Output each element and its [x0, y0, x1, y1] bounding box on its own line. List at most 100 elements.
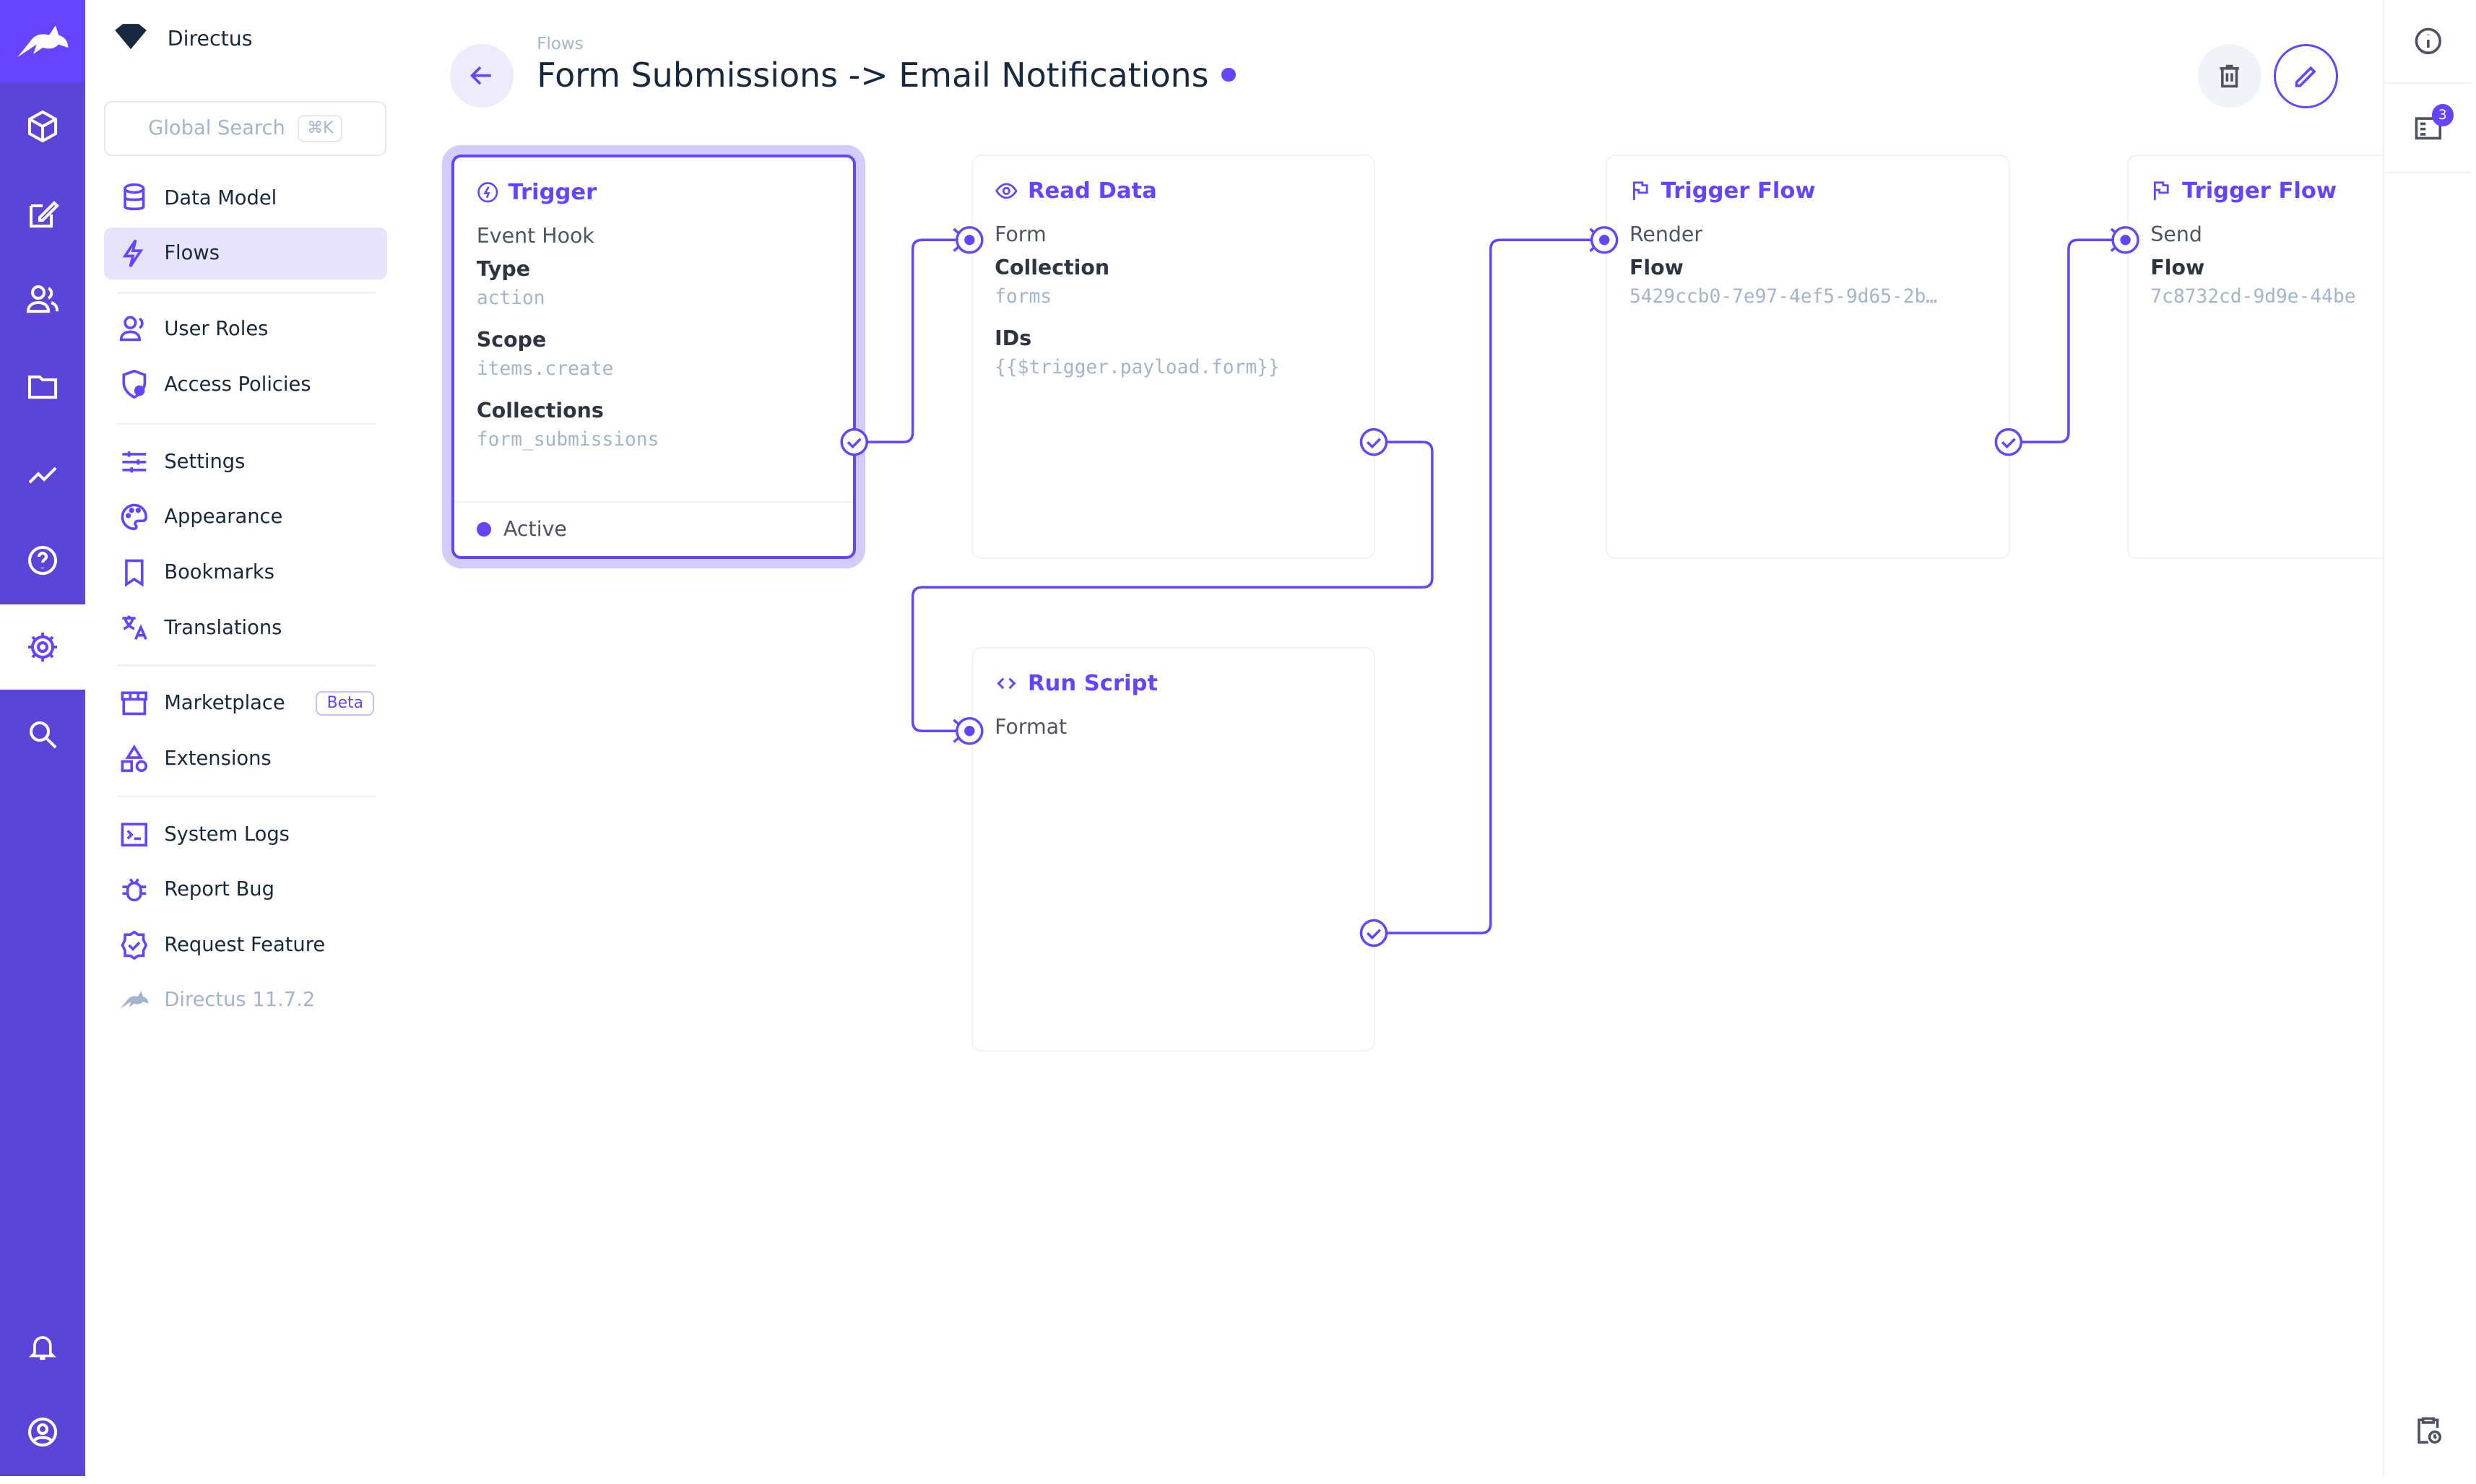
sidebar-item-label: User Roles [164, 318, 269, 341]
breadcrumb[interactable]: Flows [537, 35, 584, 54]
shield-icon [122, 370, 147, 399]
palette-icon [121, 503, 148, 531]
right-sidebar: 3 [2382, 0, 2473, 1477]
sidebar-item-marketplace[interactable]: Marketplace Beta [104, 677, 386, 729]
logs-button[interactable]: 3 [2384, 84, 2473, 174]
sidebar-item-data-model[interactable]: Data Model [104, 172, 386, 224]
settings-gear-icon[interactable] [0, 604, 86, 690]
status-dot [1221, 67, 1236, 82]
sidebar-item-access-policies[interactable]: Access Policies [104, 358, 386, 410]
sidebar-item-report-bug[interactable]: Report Bug [104, 864, 386, 916]
sidebar-item-label: Flows [164, 242, 220, 265]
sidebar-item-label: Request Feature [164, 933, 326, 956]
page-title: Form Submissions -> Email Notifications [537, 55, 1236, 95]
field-label: Scope [476, 328, 547, 352]
code-icon [997, 677, 1016, 690]
user-avatar-icon[interactable] [0, 1389, 85, 1475]
active-dot [476, 521, 491, 537]
arrow-left-icon [470, 66, 491, 85]
operation-card-trigger-flow[interactable]: Trigger Flow Send Flow 7c8732cd-9d9e-44b… [2126, 155, 2385, 559]
operation-card-trigger[interactable]: Trigger Event Hook Type action Scope ite… [451, 155, 856, 559]
info-icon [2415, 27, 2442, 55]
field-label: Collection [995, 256, 1110, 280]
connection-trigger-read [854, 227, 969, 443]
navigation-sidebar: Directus Global Search⌘K Data Model Flow… [85, 0, 414, 1477]
directus-logo-icon [120, 991, 149, 1010]
folder-icon[interactable] [0, 344, 85, 430]
insights-icon[interactable] [0, 431, 85, 516]
field-label: Collections [476, 399, 604, 423]
back-button[interactable] [450, 44, 514, 108]
sidebar-item-version[interactable]: Directus 11.7.2 [104, 974, 386, 1026]
operation-card-run-script[interactable]: Run Script Format [971, 647, 1376, 1051]
connection-flow1-flow2 [2010, 227, 2126, 443]
trash-icon [2220, 65, 2240, 88]
project-brand[interactable]: Directus [113, 22, 253, 56]
sidebar-item-request-feature[interactable]: Request Feature [104, 919, 386, 971]
sidebar-item-appearance[interactable]: Appearance [104, 491, 386, 543]
notification-badge: 3 [2431, 104, 2454, 126]
project-name: Directus [167, 27, 253, 51]
card-title: Read Data [1027, 178, 1157, 204]
bell-icon[interactable] [0, 1304, 85, 1389]
sidebar-item-label: Report Bug [164, 878, 274, 901]
delete-button[interactable] [2198, 44, 2261, 108]
operation-card-trigger-flow[interactable]: Trigger Flow Render Flow 5429ccb0-7e97-4… [1606, 155, 2011, 559]
search-shortcut: ⌘K [298, 115, 343, 142]
field-label: Flow [1629, 256, 1684, 280]
operation-card-read-data[interactable]: Read Data Form Collection forms IDs {{$t… [971, 155, 1376, 559]
page-title-text: Form Submissions -> Email Notifications [537, 55, 1209, 95]
divider [116, 422, 376, 425]
edit-icon[interactable] [0, 172, 85, 257]
sidebar-item-label: Data Model [164, 186, 277, 209]
sidebar-item-label: Extensions [164, 747, 272, 770]
connection-script-flow1 [1375, 227, 1605, 934]
sidebar-item-label: Appearance [164, 505, 283, 529]
edit-button[interactable] [2274, 44, 2339, 109]
card-subtitle: Send [2150, 222, 2202, 247]
sidebar-item-user-roles[interactable]: User Roles [104, 303, 386, 355]
store-icon [121, 691, 148, 716]
search-icon[interactable] [0, 692, 85, 777]
database-icon [124, 183, 145, 211]
card-title: Trigger [508, 179, 597, 205]
divider [116, 795, 376, 798]
sidebar-item-settings[interactable]: Settings [104, 435, 386, 487]
flag-icon [2154, 181, 2170, 201]
sidebar-item-label: Marketplace [164, 692, 285, 715]
beta-badge: Beta [316, 691, 375, 716]
sliders-icon [122, 451, 147, 473]
content-cube-icon[interactable] [0, 84, 85, 169]
card-title: Trigger Flow [1661, 178, 1816, 204]
divider [116, 292, 376, 294]
clipboard-clock-icon[interactable] [2412, 1415, 2444, 1453]
field-value: forms [995, 285, 1052, 308]
sidebar-item-label: System Logs [164, 823, 290, 846]
bolt-circle-icon [477, 182, 498, 203]
bolt-icon [122, 239, 144, 268]
help-icon[interactable] [0, 518, 85, 603]
sidebar-item-flows[interactable]: Flows [104, 227, 387, 279]
field-value: 5429ccb0-7e97-4ef5-9d65-2b… [1629, 285, 1938, 308]
sidebar-item-system-logs[interactable]: System Logs [104, 808, 386, 860]
sidebar-item-label: Bookmarks [164, 560, 274, 583]
field-value: {{$trigger.payload.form}} [995, 356, 1280, 378]
divider [116, 664, 376, 667]
status-label: Active [503, 517, 567, 542]
directus-logo-icon[interactable] [0, 0, 86, 82]
flag-icon [1632, 181, 1648, 201]
card-subtitle: Render [1629, 222, 1703, 247]
eye-icon [995, 183, 1018, 199]
field-value: form_submissions [476, 428, 659, 451]
sidebar-item-label: Settings [164, 450, 246, 473]
info-button[interactable] [2384, 0, 2473, 84]
global-search-input[interactable]: Global Search⌘K [104, 100, 387, 157]
sidebar-item-translations[interactable]: Translations [104, 602, 386, 654]
field-label: Type [476, 257, 530, 282]
sidebar-item-label: Access Policies [164, 373, 311, 396]
users-icon [119, 316, 144, 342]
users-icon[interactable] [0, 257, 85, 342]
sidebar-item-extensions[interactable]: Extensions [104, 732, 386, 784]
field-label: Flow [2150, 256, 2205, 280]
sidebar-item-bookmarks[interactable]: Bookmarks [104, 546, 386, 598]
